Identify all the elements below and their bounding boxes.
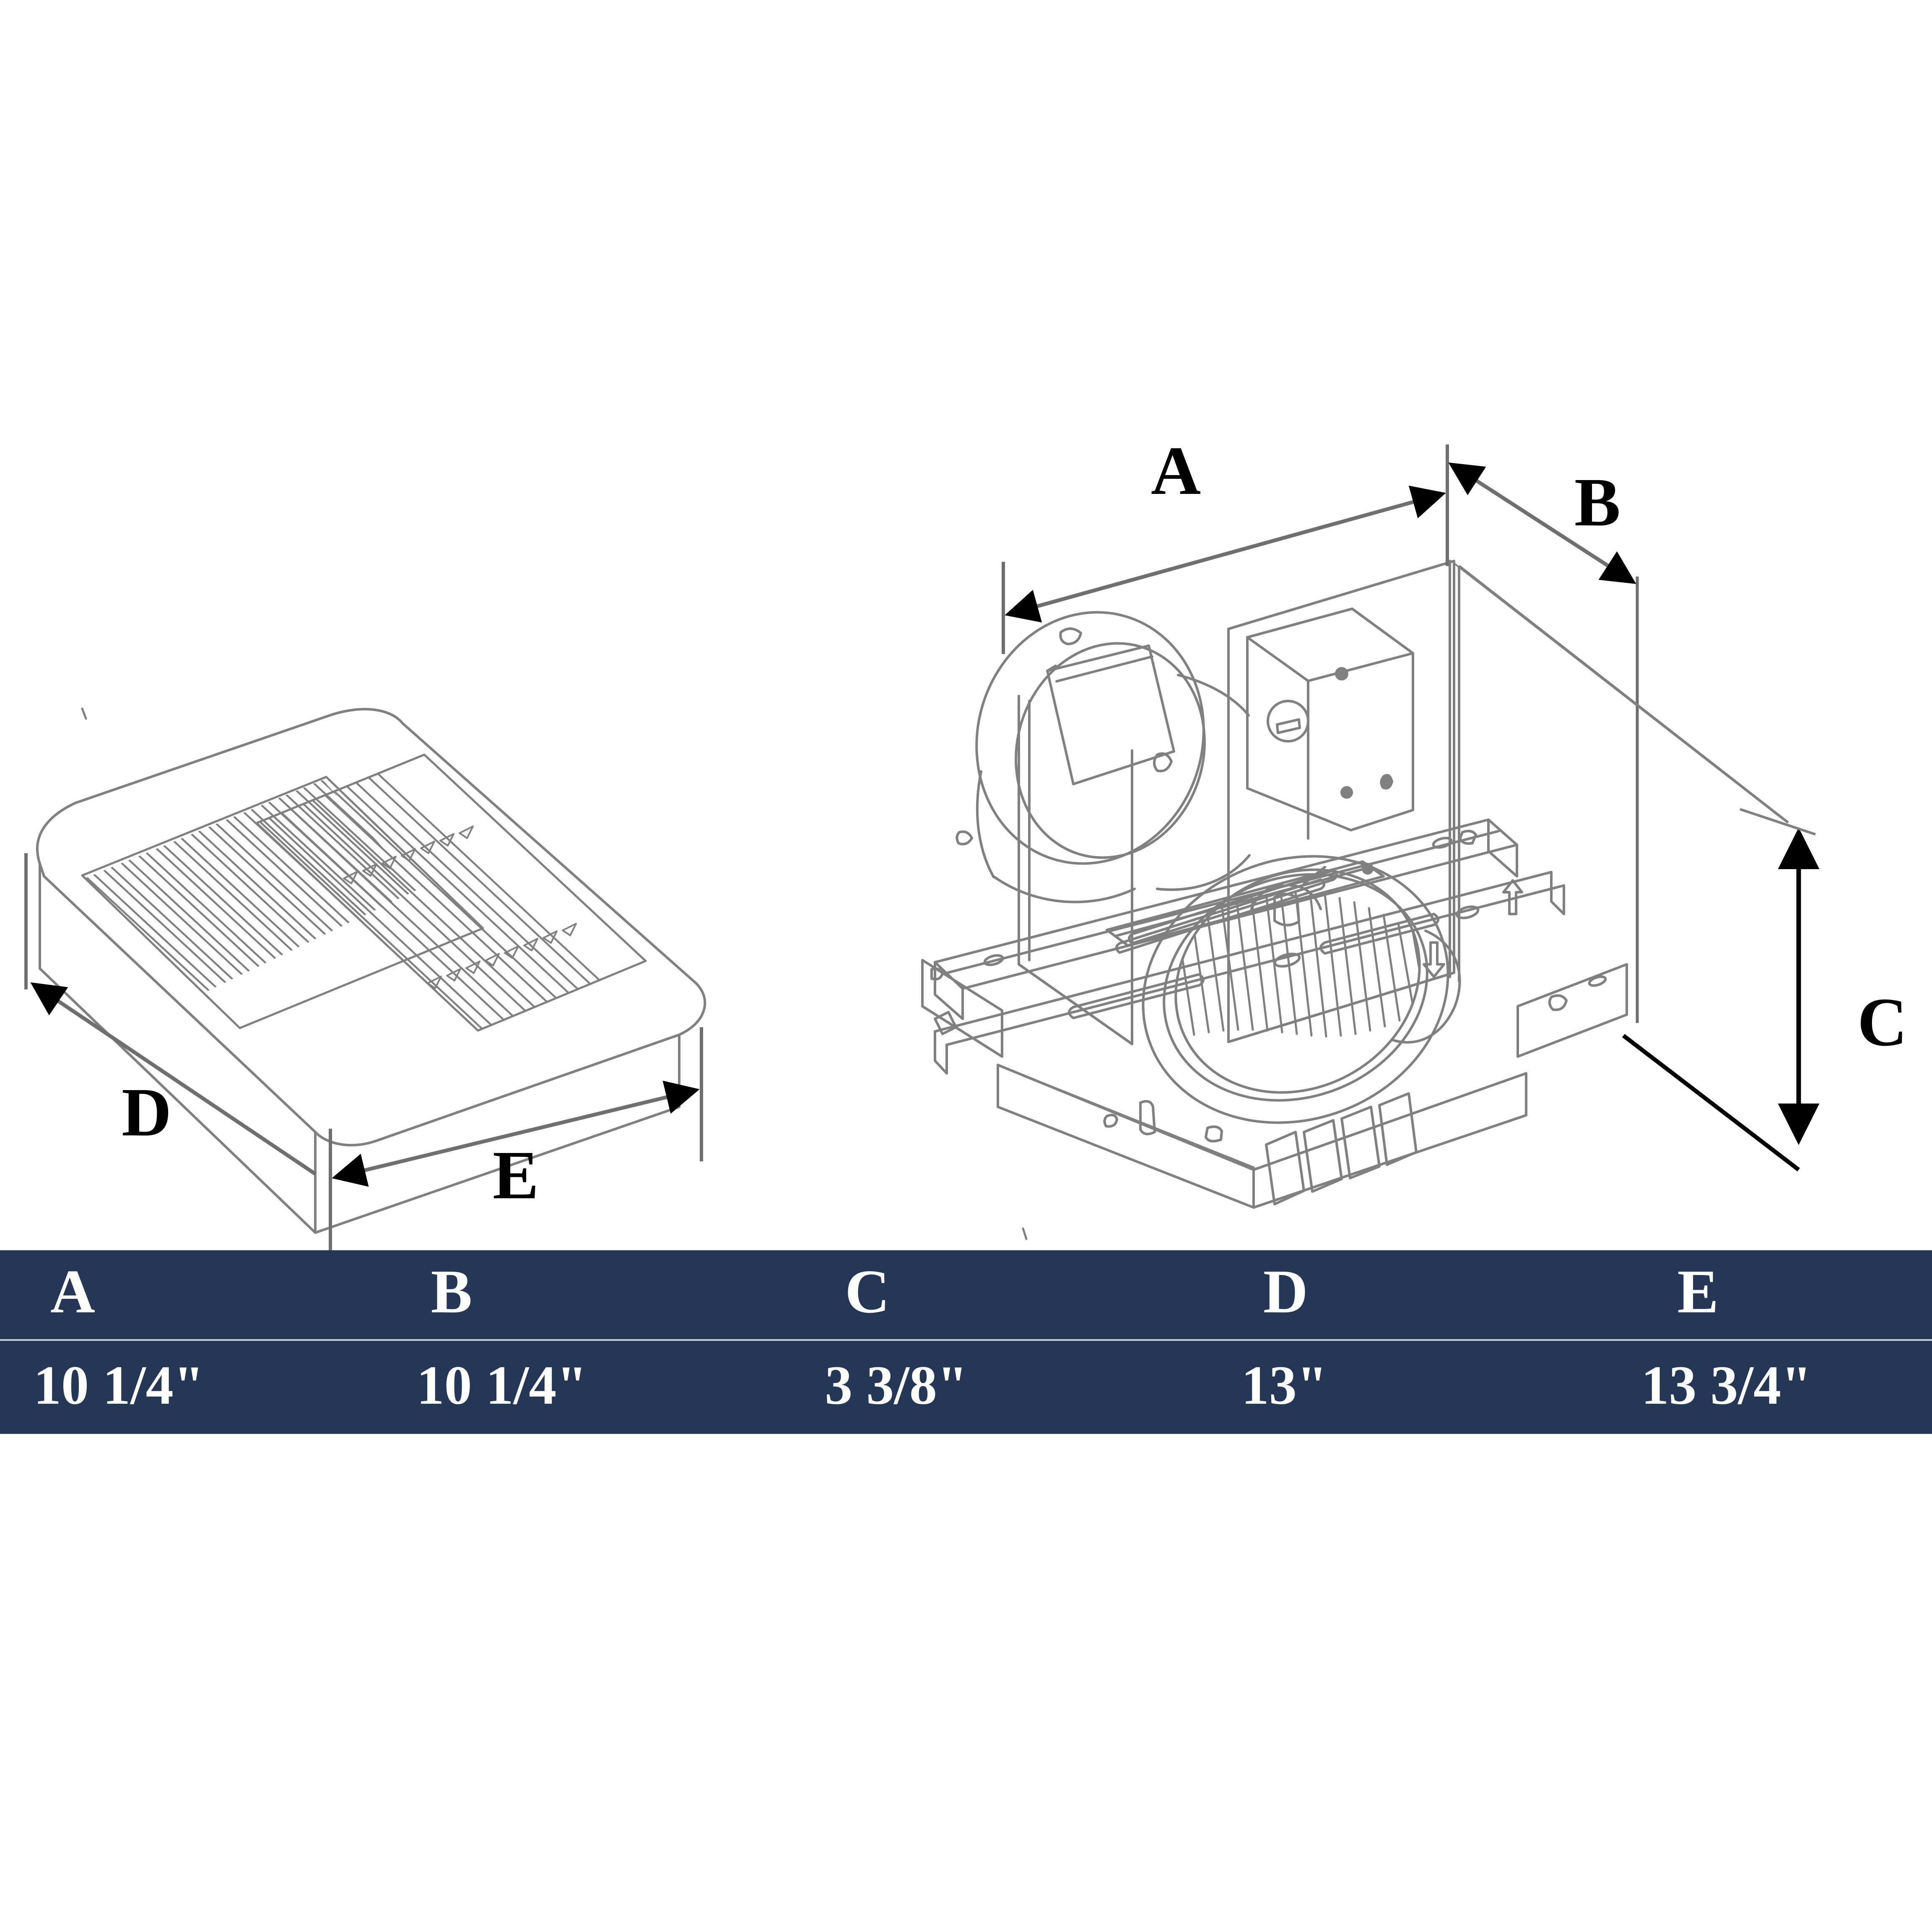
registration-tick: [81, 707, 87, 720]
damper-inner-line: [1055, 655, 1153, 683]
dimension-table-value-row: 10 1/4" 10 1/4" 3 3/8" 13" 13 3/4": [0, 1341, 1932, 1434]
grille-cover-drawing: [36, 707, 706, 1234]
damper-plate: [1046, 644, 1175, 785]
dimension-label-b: B: [1574, 464, 1621, 540]
rail-arrow-mark-2: [1502, 879, 1523, 915]
base-fasteners: [1103, 1100, 1223, 1143]
motor-bracket-right: [1289, 884, 1322, 910]
dimension-label-d: D: [122, 1074, 172, 1150]
dimension-value-b: 10 1/4": [416, 1354, 587, 1416]
base-pan-front-left: [997, 1064, 1255, 1209]
rail-arrow-mark-1: [1423, 941, 1445, 978]
base-pan-inner-line: [1022, 1074, 1255, 1169]
motor-lead: [1303, 866, 1326, 885]
left-dimension-lines: [24, 853, 703, 1258]
collar-tab-side: [1153, 752, 1173, 772]
collar-depth-bottom: [993, 876, 1136, 904]
collar-tab-lower: [956, 830, 973, 846]
scroll-outlet: [1391, 930, 1461, 1044]
rail-slot-2: [1319, 913, 1439, 955]
c-leader-line: [1622, 1034, 1800, 1171]
louver-tab-marks: [343, 826, 577, 989]
damper-plate-hinge: [1046, 665, 1057, 672]
junction-box-tab: [1380, 774, 1393, 790]
junction-box-screw-2: [1340, 786, 1353, 799]
right-dimension-lines: [1002, 444, 1820, 1171]
motor-bracket-left: [1250, 884, 1284, 910]
front-mounting-flanges: [1265, 1092, 1418, 1205]
dimension-table-header-row: A B C D E: [0, 1250, 1932, 1339]
blower-scroll-housing: [1142, 855, 1461, 1124]
junction-box-knockout-slot: [1276, 718, 1301, 734]
registration-tick-2: [1022, 1227, 1028, 1240]
b-dimension-arrow: [1448, 462, 1636, 584]
louver-bank-right-outline: [255, 753, 647, 1032]
housing-corner-brace-left: [1018, 963, 1133, 1045]
dimension-header-b: B: [431, 1257, 473, 1326]
junction-box-knockout: [1267, 700, 1309, 743]
base-pan-front-right: [1252, 1072, 1527, 1209]
dimension-value-e: 13 3/4": [1641, 1354, 1812, 1416]
b-projection-line-2: [1454, 563, 1781, 818]
dimension-header-e: E: [1677, 1257, 1720, 1326]
dimension-table-divider: [0, 1339, 1932, 1341]
d-dimension-arrow: [30, 982, 317, 1176]
housing-back-lower-edge: [1227, 971, 1455, 1043]
blower-wheel: [1174, 866, 1427, 1094]
housing-top-edge: [1227, 560, 1455, 630]
mounting-bracket-right: [1517, 963, 1628, 1058]
grille-front-left-face: [39, 862, 317, 1234]
junction-box-top-face: [1246, 608, 1414, 682]
c-extension-top: [1740, 808, 1816, 836]
collar-tab-top: [1059, 627, 1082, 645]
duct-collar: [956, 611, 1206, 904]
junction-box-screw-1: [1335, 667, 1348, 680]
housing-left-wall: [1018, 695, 1133, 1045]
e-dimension-arrow: [332, 1080, 700, 1187]
dimension-header-c: C: [845, 1257, 891, 1326]
junction-box-body: [1246, 608, 1414, 831]
collar-neck-lower: [1156, 854, 1251, 891]
fan-housing-drawing: [921, 560, 1628, 1240]
dimension-header-a: A: [50, 1257, 96, 1326]
dimension-label-c: C: [1857, 984, 1908, 1060]
electrical-junction-box: [1246, 608, 1414, 840]
motor-hub: [1273, 893, 1300, 927]
dimension-value-a: 10 1/4": [34, 1354, 204, 1416]
a-dimension-arrow: [1005, 486, 1446, 623]
louver-bank-left-outline: [81, 776, 484, 1029]
hanger-slot-2: [1115, 878, 1325, 954]
dimension-value-d: 13": [1241, 1354, 1328, 1416]
dimension-label-e: E: [493, 1137, 539, 1213]
rail-slot-1: [1068, 973, 1205, 1019]
collar-depth-left: [976, 770, 995, 878]
hanger-rail-lower: [934, 871, 1565, 1075]
dimension-label-a: A: [1151, 432, 1201, 509]
dimension-header-d: D: [1263, 1257, 1309, 1326]
dimension-table: A B C D E 10 1/4" 10 1/4" 3 3/8" 13" 13 …: [0, 1250, 1932, 1434]
collar-neck: [1177, 674, 1250, 717]
dimension-value-c: 3 3/8": [825, 1354, 968, 1416]
